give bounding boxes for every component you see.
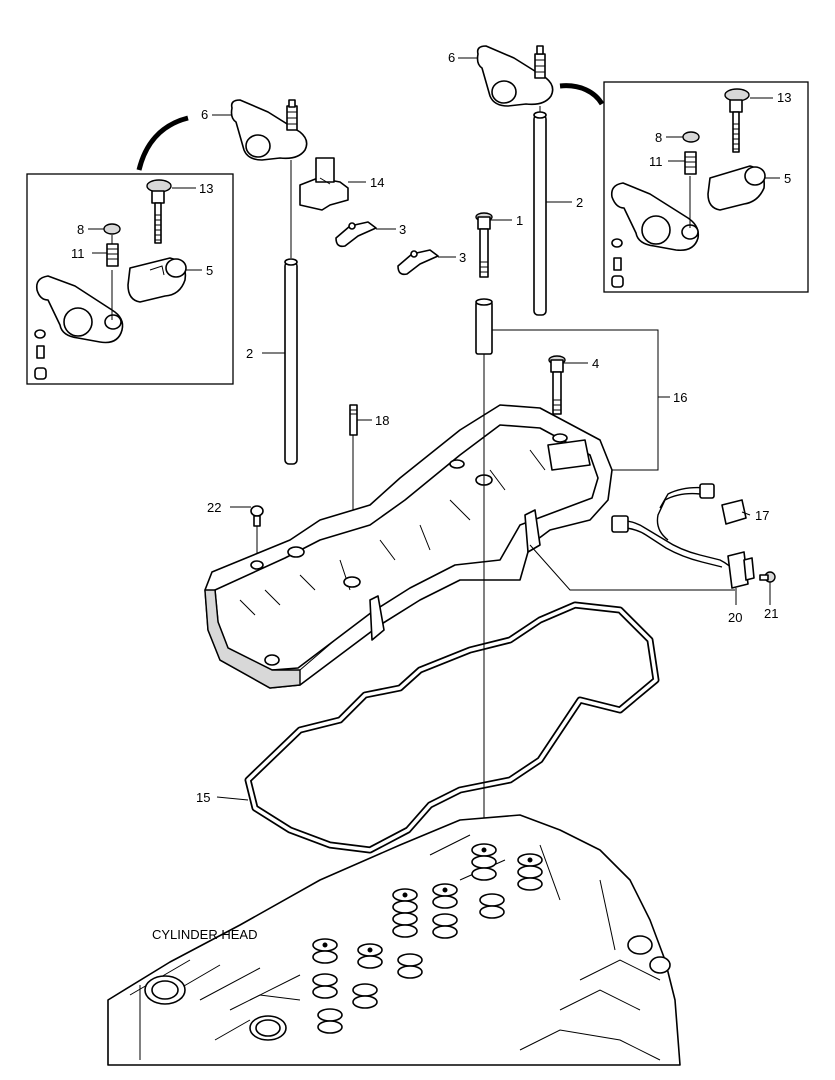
callout-6b: 6: [448, 50, 455, 65]
callout-5b: 5: [784, 171, 791, 186]
rocker-arm-right: [610, 182, 700, 252]
callout-8b: 8: [655, 130, 662, 145]
leader-lines: [88, 57, 780, 801]
callout-3a: 3: [399, 222, 406, 237]
callout-11a: 11: [71, 246, 85, 261]
group-bracket-16: [492, 329, 659, 471]
detail-box-right: [559, 81, 809, 293]
push-rod-2-right: [533, 106, 547, 316]
bolt-4: [548, 355, 566, 415]
rocker-assembly-6-left: [230, 99, 308, 161]
callout-8a: 8: [77, 222, 84, 237]
callout-18: 18: [375, 413, 389, 428]
callout-17: 17: [755, 508, 769, 523]
valve-cover-housing: [204, 404, 613, 689]
cylinder-head-label: CYLINDER HEAD: [152, 927, 257, 942]
push-rod-2-left: [284, 160, 298, 465]
bracket-14: [299, 157, 349, 211]
valve-springs: [312, 843, 543, 1034]
callout-2b: 2: [576, 195, 583, 210]
set-screw-11-right: [684, 151, 697, 175]
nut-8-left: [103, 223, 121, 235]
callout-3b: 3: [459, 250, 466, 265]
callout-labels: 6 6 13 13 8 8 11 11 5 5 14 3 3 1 2 2 4 1…: [71, 50, 791, 942]
callout-1: 1: [516, 213, 523, 228]
cylinder-head: [107, 814, 681, 1066]
nut-8-right: [682, 131, 700, 143]
bridge-3-lower: [397, 249, 439, 276]
callout-2a: 2: [246, 346, 253, 361]
harness-17: [529, 483, 747, 591]
bolt-13-left: [146, 179, 172, 244]
callout-4: 4: [592, 356, 599, 371]
sensor-20: [727, 551, 755, 589]
bridge-3-upper: [335, 221, 377, 248]
sleeve: [475, 298, 493, 355]
callout-13a: 13: [199, 181, 213, 196]
pivot-5-left: [127, 257, 187, 303]
callout-15: 15: [196, 790, 210, 805]
gasket-15: [244, 601, 660, 854]
screw-21: [759, 571, 776, 583]
callout-6a: 6: [201, 107, 208, 122]
bolt-1: [475, 212, 493, 278]
callout-21: 21: [764, 606, 778, 621]
set-screw-11-left: [106, 243, 119, 267]
callout-14: 14: [370, 175, 384, 190]
bolt-13-right: [724, 88, 750, 153]
callout-11b: 11: [649, 154, 663, 169]
rocker-arm-left: [35, 275, 124, 344]
callout-5a: 5: [206, 263, 213, 278]
pivot-5-right: [707, 165, 766, 211]
rocker-assembly-6-right: [476, 45, 554, 107]
callout-16: 16: [673, 390, 687, 405]
callout-22: 22: [207, 500, 221, 515]
callout-20: 20: [728, 610, 742, 625]
detail-box-left: [26, 115, 234, 385]
callout-13b: 13: [777, 90, 791, 105]
